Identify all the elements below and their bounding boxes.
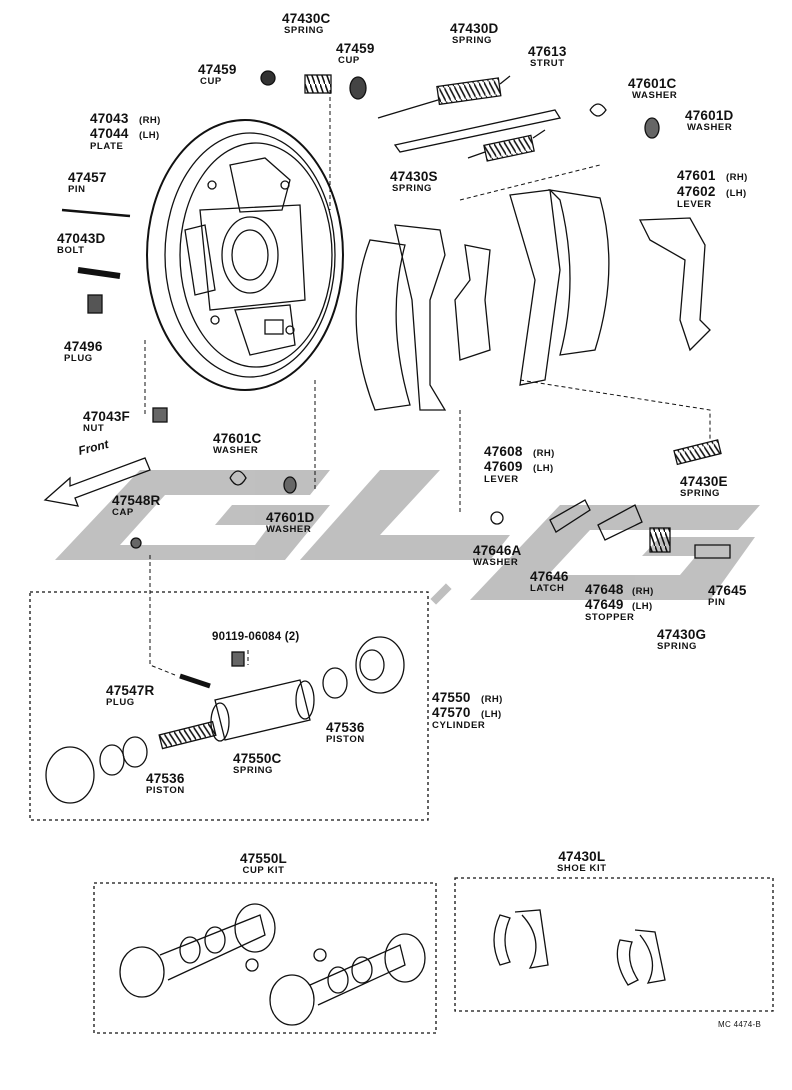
stopper-47648 [597,504,643,541]
spring-47430e [673,439,722,466]
label-47609: 47609 (LH) LEVER [484,459,554,485]
washer-47601c-top [589,103,607,117]
plug-47496 [87,294,103,314]
brake-shoe-right [509,189,610,386]
cylinder-box [29,591,429,821]
cup-kit-box [93,882,437,1034]
latch-47646 [549,499,591,533]
label-47044: 47044 (LH) PLATE [90,126,160,152]
spring-47430d [377,75,511,119]
drawing-code: MC 4474-B [718,1020,762,1029]
shoe-kit-parts [493,909,666,986]
label-90119-06084: 90119-06084 (2) [212,631,300,643]
washer-47601d-mid [283,476,297,494]
brake-lever-47608 [454,244,491,361]
spring-47430g [649,527,671,553]
label-47602: 47602 (LH) LEVER [677,184,747,210]
label-47648: 47648 (RH) [585,582,654,597]
cup-kit-parts [119,903,426,1026]
backing-plate [146,119,344,391]
spring-47430s [467,129,546,162]
washer-47601d-top [644,117,660,139]
label-47043: 47043 (RH) [90,111,161,126]
lever-47601 [638,217,711,352]
label-47570: 47570 (LH) CYLINDER [432,705,502,731]
strut-47613 [393,109,562,153]
pin-47645 [694,544,731,559]
cup-47459-right [349,76,367,100]
washer-47646a [490,511,504,525]
glg-watermark [55,470,760,605]
label-47550: 47550 (RH) [432,690,503,705]
label-47649: 47649 (LH) STOPPER [585,597,653,623]
front-arrow [43,457,151,507]
bolt-47043d [77,267,121,279]
pin-47457 [61,208,131,218]
shoe-kit-box [454,877,774,1012]
cap-47548r [130,537,142,549]
label-47608: 47608 (RH) [484,444,555,459]
nut-47043f [152,407,168,423]
cup-47459-left [260,70,276,86]
spring-47430c [304,74,332,94]
wheel-cylinder [45,636,405,804]
label-47601: 47601 (RH) [677,168,748,183]
washer-47601c-mid [229,470,247,486]
brake-shoe-left [355,224,447,411]
